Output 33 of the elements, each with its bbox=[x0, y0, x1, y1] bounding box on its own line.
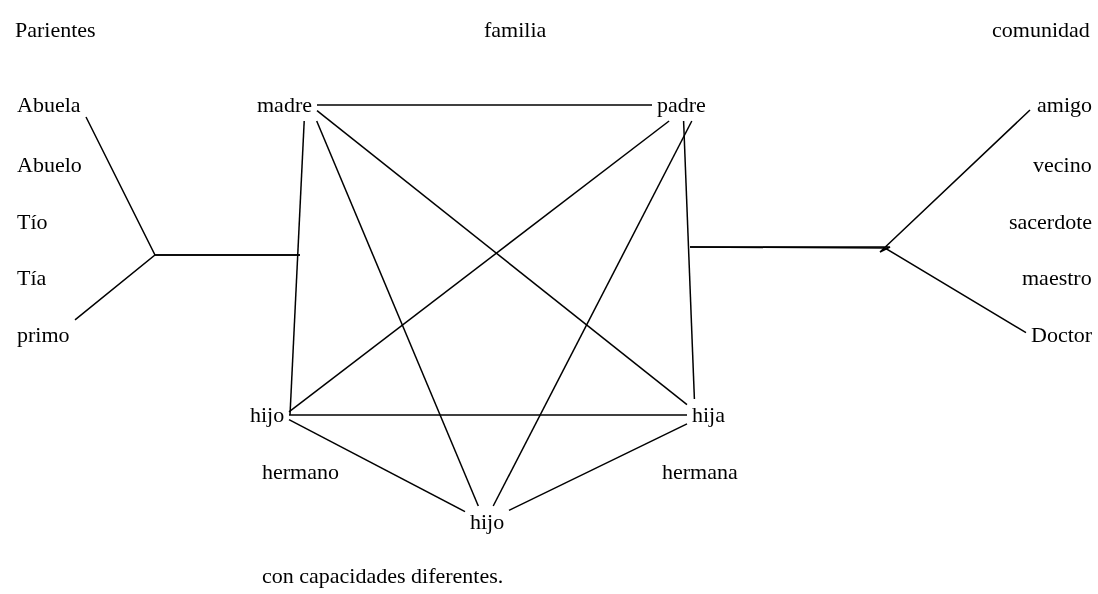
column-heading: familia bbox=[484, 17, 547, 43]
connector-line bbox=[74, 254, 301, 321]
connector-line bbox=[508, 423, 688, 512]
community-member-label: sacerdote bbox=[1007, 209, 1095, 235]
connector-line bbox=[288, 418, 466, 513]
community-member-label: Doctor bbox=[1029, 322, 1095, 348]
connector-line bbox=[315, 120, 480, 507]
relative-label: Abuelo bbox=[15, 152, 84, 178]
connector-line bbox=[316, 109, 688, 406]
family-member-label: madre bbox=[255, 92, 314, 118]
community-member-label: amigo bbox=[1035, 92, 1094, 118]
relative-label: primo bbox=[15, 322, 72, 348]
column-heading: comunidad bbox=[992, 17, 1090, 43]
connector-line bbox=[288, 414, 688, 416]
family-member-label: hija bbox=[690, 402, 727, 428]
node-caption: con capacidades diferentes. bbox=[262, 563, 504, 589]
connector-line bbox=[682, 120, 696, 400]
community-member-label: vecino bbox=[1031, 152, 1094, 178]
relative-label: Tía bbox=[15, 265, 49, 291]
connector-line bbox=[316, 104, 653, 106]
connector-line bbox=[288, 120, 670, 413]
family-member-label: hijo bbox=[468, 509, 507, 535]
family-member-label: hijo bbox=[248, 402, 287, 428]
connector-line bbox=[492, 120, 693, 507]
connector-line bbox=[289, 120, 305, 416]
relative-label: Tío bbox=[15, 209, 50, 235]
connector-line bbox=[689, 246, 1027, 334]
node-caption: hermana bbox=[662, 459, 738, 485]
node-caption: hermano bbox=[262, 459, 339, 485]
community-member-label: maestro bbox=[1020, 265, 1094, 291]
relative-label: Abuela bbox=[15, 92, 83, 118]
column-heading: Parientes bbox=[15, 17, 96, 43]
family-member-label: padre bbox=[655, 92, 708, 118]
